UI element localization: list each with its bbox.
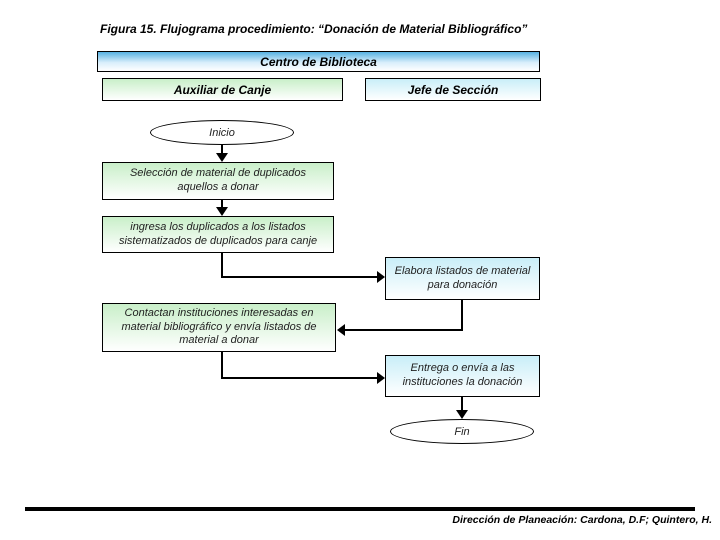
- process-box-ingresa-duplicados: ingresa los duplicados a los listados si…: [102, 216, 334, 253]
- connector-inicio-to-seleccion: [216, 145, 228, 162]
- end-terminator-label: Fin: [454, 425, 470, 438]
- process-box-seleccion-material: Selección de material de duplicados aque…: [102, 162, 334, 200]
- page-title: Figura 15. Flujograma procedimiento: “Do…: [100, 22, 528, 36]
- start-terminator-label: Inicio: [209, 126, 235, 139]
- process-box-contactan-instituciones: Contactan instituciones interesadas en m…: [102, 303, 336, 352]
- column-header-auxiliar-label: Auxiliar de Canje: [173, 82, 272, 97]
- column-header-auxiliar-de-canje: Auxiliar de Canje: [102, 78, 343, 101]
- header-centro-label: Centro de Biblioteca: [260, 54, 377, 69]
- process-box-elabora-listados: Elabora listados de material para donaci…: [385, 257, 540, 300]
- connector-entrega-to-fin: [456, 397, 468, 419]
- process-box-entrega-donacion: Entrega o envía a las instituciones la d…: [385, 355, 540, 397]
- start-terminator: Inicio: [150, 120, 294, 145]
- end-terminator: Fin: [390, 419, 534, 444]
- footer-divider: [25, 507, 695, 511]
- connector-contactan-to-entrega: [221, 352, 385, 384]
- connector-elabora-to-contactan: [337, 300, 463, 336]
- connector-ingresa-to-elabora: [221, 253, 385, 283]
- connector-seleccion-to-ingresa: [216, 200, 228, 216]
- footer-credit: Dirección de Planeación: Cardona, D.F; Q…: [452, 514, 712, 526]
- column-header-jefe-de-seccion: Jefe de Sección: [365, 78, 541, 101]
- column-header-jefe-label: Jefe de Sección: [407, 82, 499, 97]
- header-centro-biblioteca: Centro de Biblioteca: [97, 51, 540, 72]
